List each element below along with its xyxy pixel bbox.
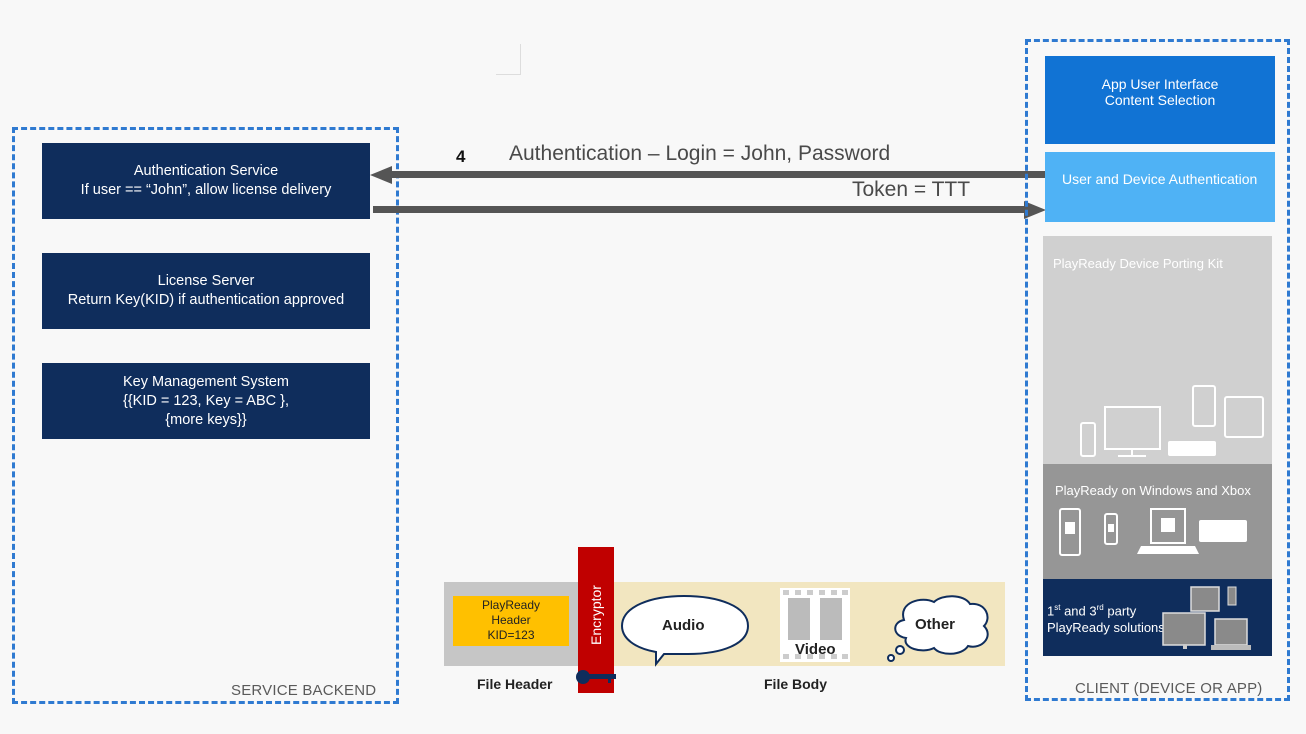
app-ui-line2: Content Selection xyxy=(1104,92,1216,108)
party-solutions-block: 1st and 3rd party PlayReady solutions xyxy=(1043,579,1272,656)
video-label: Video xyxy=(795,641,836,658)
phone-icon xyxy=(1080,422,1096,457)
key-management-box: Key Management System {{KID = 123, Key =… xyxy=(42,363,370,439)
response-arrow-shaft xyxy=(373,206,1033,213)
windows-phone-icon xyxy=(1059,508,1081,556)
step-number: 4 xyxy=(456,147,466,166)
service-backend-label: SERVICE BACKEND xyxy=(231,682,377,699)
windows-laptop-icon xyxy=(1137,508,1199,554)
key-management-title: Key Management System xyxy=(122,373,290,390)
windows-xbox-label: PlayReady on Windows and Xbox xyxy=(1055,483,1251,498)
encryptor-bar: Encryptor xyxy=(578,547,614,693)
app-ui-line1: App User Interface xyxy=(1101,76,1219,92)
response-arrow-head xyxy=(1024,201,1046,219)
porting-kit-block: PlayReady Device Porting Kit xyxy=(1043,236,1272,464)
authentication-service-rule: If user == “John”, allow license deliver… xyxy=(80,182,332,198)
key-management-keys: {{KID = 123, Key = ABC }, xyxy=(122,392,290,409)
license-server-title: License Server xyxy=(157,273,255,289)
devices-illustration xyxy=(1080,385,1264,457)
tablet-icon xyxy=(1192,385,1216,427)
tv-icon xyxy=(1190,586,1220,612)
corner-mark xyxy=(496,44,521,75)
request-arrow-head xyxy=(370,166,392,184)
monitor-icon xyxy=(1162,612,1206,646)
porting-kit-label: PlayReady Device Porting Kit xyxy=(1053,256,1223,271)
service-backend-region xyxy=(12,127,399,704)
authentication-service-title: Authentication Service xyxy=(133,163,279,179)
client-label: CLIENT (DEVICE OR APP) xyxy=(1075,680,1263,697)
user-device-authentication-block: User and Device Authentication xyxy=(1045,152,1275,222)
license-server-rule: Return Key(KID) if authentication approv… xyxy=(67,292,345,308)
windows-small-phone-icon xyxy=(1104,513,1118,545)
authentication-service-box: Authentication Service If user == “John”… xyxy=(42,143,370,219)
file-header-label: File Header xyxy=(477,676,553,692)
monitor-icon xyxy=(1104,406,1161,457)
user-device-authentication-label: User and Device Authentication xyxy=(1062,171,1258,187)
key-icon xyxy=(576,670,616,684)
console-icon xyxy=(1168,441,1216,456)
key-management-more-keys: {more keys}} xyxy=(165,411,247,428)
party-solutions-label: 1st and 3rd party PlayReady solutions xyxy=(1047,603,1165,636)
party-solutions-line2: PlayReady solutions xyxy=(1047,620,1165,636)
other-label: Other xyxy=(915,616,956,633)
video-filmstrip-icon xyxy=(780,588,850,662)
flow-arrows xyxy=(370,166,1046,219)
token-response-text: Token = TTT xyxy=(852,178,971,201)
third-party-devices-illustration xyxy=(1162,586,1251,650)
playready-header-box: PlayReady Header KID=123 xyxy=(453,596,569,646)
app-user-interface-block: App User Interface Content Selection xyxy=(1045,56,1275,144)
request-arrow-shaft xyxy=(382,171,1045,178)
windows-xbox-block: PlayReady on Windows and Xbox xyxy=(1043,464,1272,579)
other-thought-bubble xyxy=(887,595,989,662)
playready-header-kid: KID=123 xyxy=(487,628,535,642)
playready-header-line1: PlayReady xyxy=(481,598,541,612)
license-server-box: License Server Return Key(KID) if authen… xyxy=(42,253,370,329)
audio-label: Audio xyxy=(662,617,705,634)
client-region xyxy=(1025,39,1290,701)
file-body-label: File Body xyxy=(764,676,828,692)
tablet-large-icon xyxy=(1224,396,1264,438)
windows-devices-illustration xyxy=(1059,508,1247,556)
playready-header-line2: Header xyxy=(491,613,531,627)
authentication-request-text: Authentication – Login = John, Password xyxy=(509,142,891,165)
phone-icon xyxy=(1227,586,1237,606)
audio-bubble xyxy=(620,594,750,667)
encryptor-label: Encryptor xyxy=(588,585,604,645)
laptop-icon xyxy=(1214,618,1248,646)
xbox-console-icon xyxy=(1199,520,1247,542)
